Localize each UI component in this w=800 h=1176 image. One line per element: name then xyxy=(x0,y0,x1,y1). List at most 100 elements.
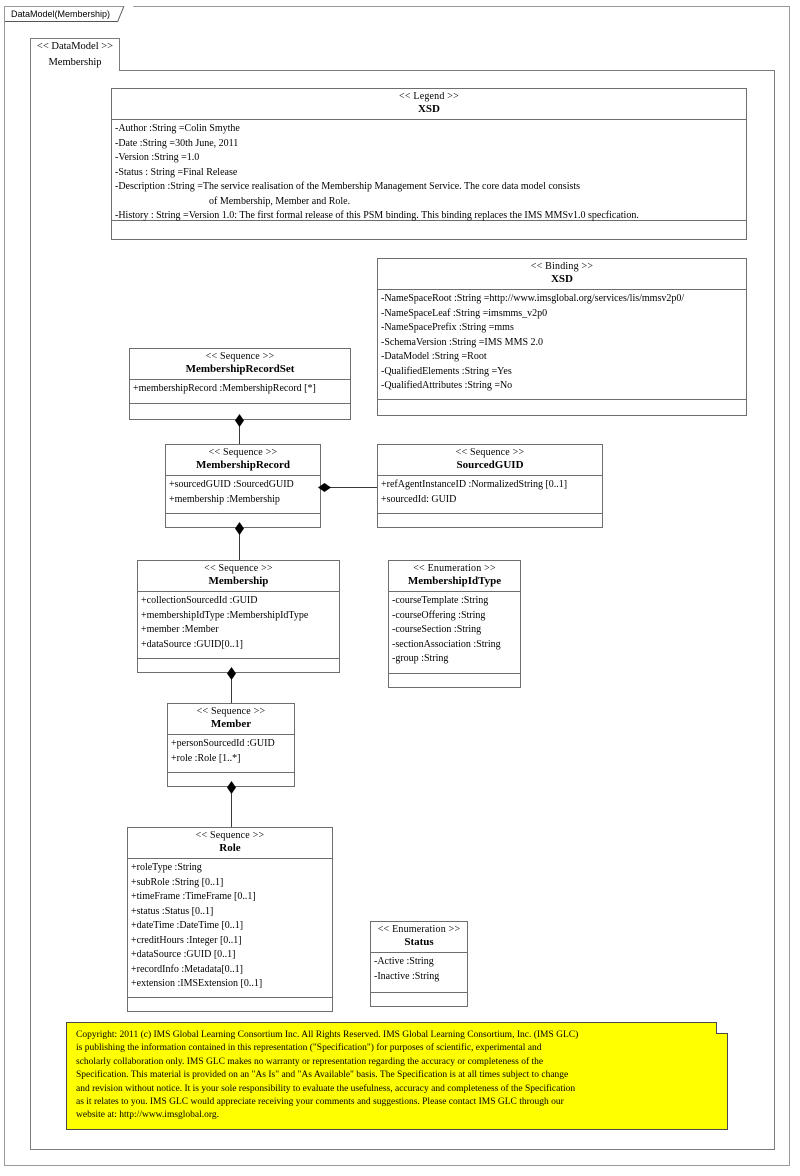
attribute: -Description :String =The service realis… xyxy=(115,181,581,192)
class-attributes: +roleType :String +subRole :String [0..1… xyxy=(128,859,332,998)
attribute: +subRole :String [0..1] xyxy=(131,876,224,888)
class-name: XSD xyxy=(417,103,440,115)
class-name: MembershipRecordSet xyxy=(185,363,295,375)
attribute: +status :Status [0..1] xyxy=(131,905,214,917)
class-binding-xsd[interactable]: << Binding >> XSD -NameSpaceRoot :String… xyxy=(377,258,747,416)
class-header: << Sequence >> MembershipRecord xyxy=(166,445,320,476)
attribute: +extension :IMSExtension [0..1] xyxy=(131,978,263,989)
class-attributes: +membershipRecord :MembershipRecord [*] xyxy=(130,380,350,404)
note-fold-corner-icon xyxy=(716,1022,728,1034)
class-stereotype: << Sequence >> xyxy=(204,563,273,574)
association-line-recordset-record xyxy=(239,420,240,444)
class-attributes: -courseTemplate :String -courseOffering … xyxy=(389,592,520,674)
composition-diamond-membership xyxy=(227,667,236,680)
class-header: << Binding >> XSD xyxy=(378,259,746,290)
class-header: << Sequence >> Role xyxy=(128,828,332,859)
attribute: -courseOffering :String xyxy=(392,609,486,621)
class-header: << Sequence >> Member xyxy=(168,704,294,735)
attribute: +sourcedGUID :SourcedGUID xyxy=(169,479,294,490)
class-stereotype: << Sequence >> xyxy=(195,830,265,841)
association-line-record-membership xyxy=(239,528,240,560)
attribute: -Date :String =30th June, 2011 xyxy=(115,137,239,149)
attribute: -NameSpacePrefix :String =mms xyxy=(381,322,514,333)
class-operations xyxy=(128,998,332,1011)
class-header: << Sequence >> Membership xyxy=(138,561,339,592)
attribute: +dataSource :GUID [0..1] xyxy=(131,949,236,960)
class-stereotype: << Sequence >> xyxy=(196,706,266,717)
copyright-note[interactable]: Copyright: 2011 (c) IMS Global Learning … xyxy=(66,1022,728,1130)
class-sourcedguid[interactable]: << Sequence >> SourcedGUID +refAgentInst… xyxy=(377,444,603,528)
attribute: +membershipRecord :MembershipRecord [*] xyxy=(133,383,316,394)
class-operations xyxy=(371,993,467,1006)
class-attributes: -NameSpaceRoot :String =http://www.imsgl… xyxy=(378,290,746,400)
attribute: -DataModel :String =Root xyxy=(381,351,487,362)
class-status[interactable]: << Enumeration >> Status -Active :String… xyxy=(370,921,468,1007)
attribute: -QualifiedElements :String =Yes xyxy=(381,365,512,377)
class-header: << Enumeration >> MembershipIdType xyxy=(389,561,520,592)
class-operations xyxy=(389,674,520,687)
class-role[interactable]: << Sequence >> Role +roleType :String +s… xyxy=(127,827,333,1012)
class-member[interactable]: << Sequence >> Member +personSourcedId :… xyxy=(167,703,295,787)
copyright-line: and revision without notice. It is your … xyxy=(76,1083,576,1094)
attribute: +membershipIdType :MembershipIdType xyxy=(141,609,309,621)
composition-diamond-recordset xyxy=(235,414,244,427)
attribute: +recordInfo :Metadata[0..1] xyxy=(131,963,243,975)
attribute: +sourcedId: GUID xyxy=(381,493,457,505)
class-name: MembershipRecord xyxy=(195,459,291,471)
copyright-line: website at: http://www.imsglobal.org. xyxy=(76,1110,220,1121)
class-name: Role xyxy=(219,842,241,854)
attribute: -SchemaVersion :String =IMS MMS 2.0 xyxy=(381,336,544,348)
class-stereotype: << Sequence >> xyxy=(205,351,275,362)
class-header: << Legend >> XSD xyxy=(112,89,746,120)
class-membershipidtype[interactable]: << Enumeration >> MembershipIdType -cour… xyxy=(388,560,521,688)
association-line-membership-member xyxy=(231,673,232,703)
package-tab[interactable]: << DataModel >> Membership xyxy=(30,38,120,71)
attribute: -History : String =Version 1.0: The firs… xyxy=(115,210,639,221)
attribute: -Inactive :String xyxy=(374,970,440,982)
attribute: -Version :String =1.0 xyxy=(115,152,200,163)
class-attributes: -Author :String =Colin Smythe -Date :Str… xyxy=(112,120,746,221)
copyright-line: as it relates to you. IMS GLC would appr… xyxy=(76,1097,564,1108)
copyright-text: Copyright: 2011 (c) IMS Global Learning … xyxy=(67,1023,727,1128)
attribute: +personSourcedId :GUID xyxy=(171,738,275,749)
attribute: +membership :Membership xyxy=(169,493,280,505)
attribute: +creditHours :Integer [0..1] xyxy=(131,934,242,946)
class-legend-xsd[interactable]: << Legend >> XSD -Author :String =Colin … xyxy=(111,88,747,240)
class-operations xyxy=(166,514,320,527)
class-attributes: +refAgentInstanceID :NormalizedString [0… xyxy=(378,476,602,514)
class-name: Member xyxy=(210,718,252,730)
attribute: +dateTime :DateTime [0..1] xyxy=(131,920,244,931)
attribute: +role :Role [1..*] xyxy=(171,752,241,764)
class-attributes: +sourcedGUID :SourcedGUID +membership :M… xyxy=(166,476,320,514)
class-membership[interactable]: << Sequence >> Membership +collectionSou… xyxy=(137,560,340,673)
attribute: +dataSource :GUID[0..1] xyxy=(141,638,243,650)
attribute: +refAgentInstanceID :NormalizedString [0… xyxy=(381,479,568,490)
copyright-line: Copyright: 2011 (c) IMS Global Learning … xyxy=(76,1030,579,1040)
attribute: -courseTemplate :String xyxy=(392,595,489,606)
class-stereotype: << Sequence >> xyxy=(208,447,278,458)
attribute: -group :String xyxy=(392,653,449,664)
class-membershiprecordset[interactable]: << Sequence >> MembershipRecordSet +memb… xyxy=(129,348,351,420)
copyright-line: is publishing the information contained … xyxy=(76,1043,542,1054)
class-attributes: +collectionSourcedId :GUID +membershipId… xyxy=(138,592,339,659)
class-membershiprecord[interactable]: << Sequence >> MembershipRecord +sourced… xyxy=(165,444,321,528)
attribute: -QualifiedAttributes :String =No xyxy=(381,380,513,391)
class-operations xyxy=(378,514,602,527)
attribute: of Membership, Member and Role. xyxy=(209,195,351,207)
class-name: SourcedGUID xyxy=(456,459,524,471)
copyright-line: scholarly collaboration only. IMS GLC ma… xyxy=(76,1056,544,1067)
class-stereotype: << Enumeration >> xyxy=(413,563,496,574)
class-stereotype: << Binding >> xyxy=(530,261,594,272)
class-name: Status xyxy=(404,936,434,948)
attribute: -Status : String =Final Release xyxy=(115,166,238,178)
composition-diamond-record-membership xyxy=(235,522,244,535)
attribute: -Active :String xyxy=(374,956,434,967)
composition-diamond-member xyxy=(227,781,236,794)
class-header: << Sequence >> MembershipRecordSet xyxy=(130,349,350,380)
class-name: Membership xyxy=(208,575,269,587)
copyright-line: Specification. This material is provided… xyxy=(76,1070,569,1081)
composition-diamond-record xyxy=(318,483,331,492)
class-operations xyxy=(138,659,339,672)
class-stereotype: << Enumeration >> xyxy=(377,924,461,935)
